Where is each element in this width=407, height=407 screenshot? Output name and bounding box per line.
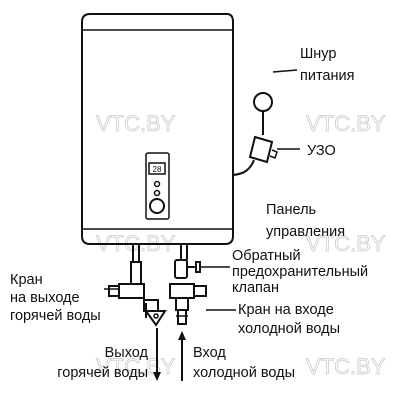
watermark: VTC.BY <box>306 354 386 379</box>
pipes <box>132 244 188 262</box>
indicator-light <box>153 180 161 188</box>
label-hot-outlet-line2: горячей воды <box>57 365 148 381</box>
label-control-panel-line1: Панель <box>266 202 316 218</box>
label-safety-valve-line1: Обратный <box>232 248 301 264</box>
safety-valve <box>174 259 188 279</box>
hot-tap-handle <box>144 310 167 327</box>
hot-pipe-fitting <box>130 261 142 285</box>
label-hot-tap-line1: Кран <box>10 272 43 288</box>
label-safety-valve-line2: предохранительный <box>232 264 368 280</box>
panel-display: 28 <box>153 165 162 174</box>
label-cold-tap-line1: Кран на входе <box>238 302 334 318</box>
hot-tap-body <box>118 283 145 299</box>
arrow-down-icon <box>153 372 161 381</box>
label-cold-inlet-line2: холодной воды <box>193 365 295 381</box>
watermark: VTC.BY <box>306 111 386 136</box>
label-power-cord-line1: Шнур <box>300 46 336 62</box>
label-cold-inlet-line1: Вход <box>193 345 226 361</box>
power-cord <box>232 69 300 176</box>
thermostat-knob <box>149 198 165 214</box>
control-panel: 28 <box>145 152 170 220</box>
watermark: VTC.BY <box>96 111 176 136</box>
watermark: VTC.BY <box>306 231 386 256</box>
rcd-unit <box>248 135 274 164</box>
watermarks: VTC.BY VTC.BY VTC.BY VTC.BY VTC.BY VTC.B… <box>96 111 387 380</box>
label-hot-outlet-line1: Выход <box>105 345 149 361</box>
plug-icon <box>253 92 273 112</box>
flow-arrows <box>153 328 186 381</box>
label-control-panel-line2: управления <box>266 224 345 240</box>
label-hot-tap-line3: горячей воды <box>10 308 101 324</box>
cold-tap-body <box>169 283 195 299</box>
cold-inlet-assembly <box>169 259 236 325</box>
label-cold-tap-line2: холодной воды <box>238 321 340 337</box>
label-hot-tap-line2: на выходе <box>10 290 80 306</box>
heater-body <box>81 13 234 245</box>
label-safety-valve-line3: клапан <box>232 280 279 296</box>
hot-outlet-assembly <box>104 261 167 327</box>
indicator-light <box>153 189 161 197</box>
watermark: VTC.BY <box>96 354 176 379</box>
arrow-up-icon <box>178 331 186 340</box>
label-rcd: УЗО <box>307 143 336 159</box>
label-power-cord-line2: питания <box>300 68 354 84</box>
